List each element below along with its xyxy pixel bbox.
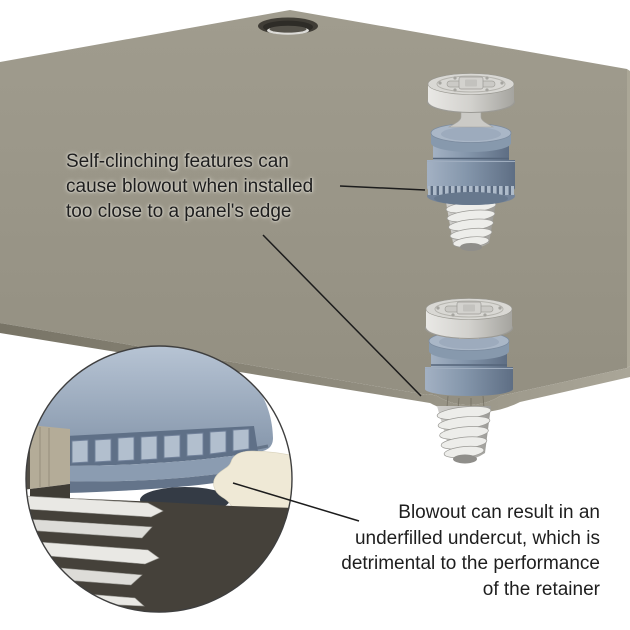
captive-screw-retainer-installed-at-edge	[425, 298, 513, 464]
leader-lines	[262, 185, 426, 397]
detail-flange	[66, 452, 262, 482]
screw-head-installed	[425, 298, 513, 339]
drive-dots	[438, 76, 504, 92]
leader-to-edge-blowout	[262, 234, 422, 397]
annotation-underfilled-undercut: Blowout can result in an underfilled und…	[341, 502, 600, 600]
retainer-body-installed	[425, 331, 513, 396]
clinch-hole	[258, 17, 318, 35]
panel-right-side	[627, 69, 630, 368]
detail-panel-block	[26, 424, 70, 505]
annotation-edge-blowout: Self-clinching features can cause blowou…	[66, 151, 314, 222]
leader-to-undercut	[232, 482, 360, 522]
knurl-teeth	[428, 186, 514, 195]
screw-threads-protruding	[436, 406, 492, 464]
detail-circle-outline	[25, 345, 293, 613]
screw-head	[427, 73, 515, 128]
detail-undercut-cream-section	[213, 450, 292, 510]
captive-screw-retainer-free	[427, 73, 515, 251]
detail-knurl-teeth	[71, 428, 250, 464]
retainer-body	[427, 123, 515, 205]
leader-to-knurl	[339, 185, 426, 191]
undercut-cross-section-detail-circle	[25, 345, 360, 613]
